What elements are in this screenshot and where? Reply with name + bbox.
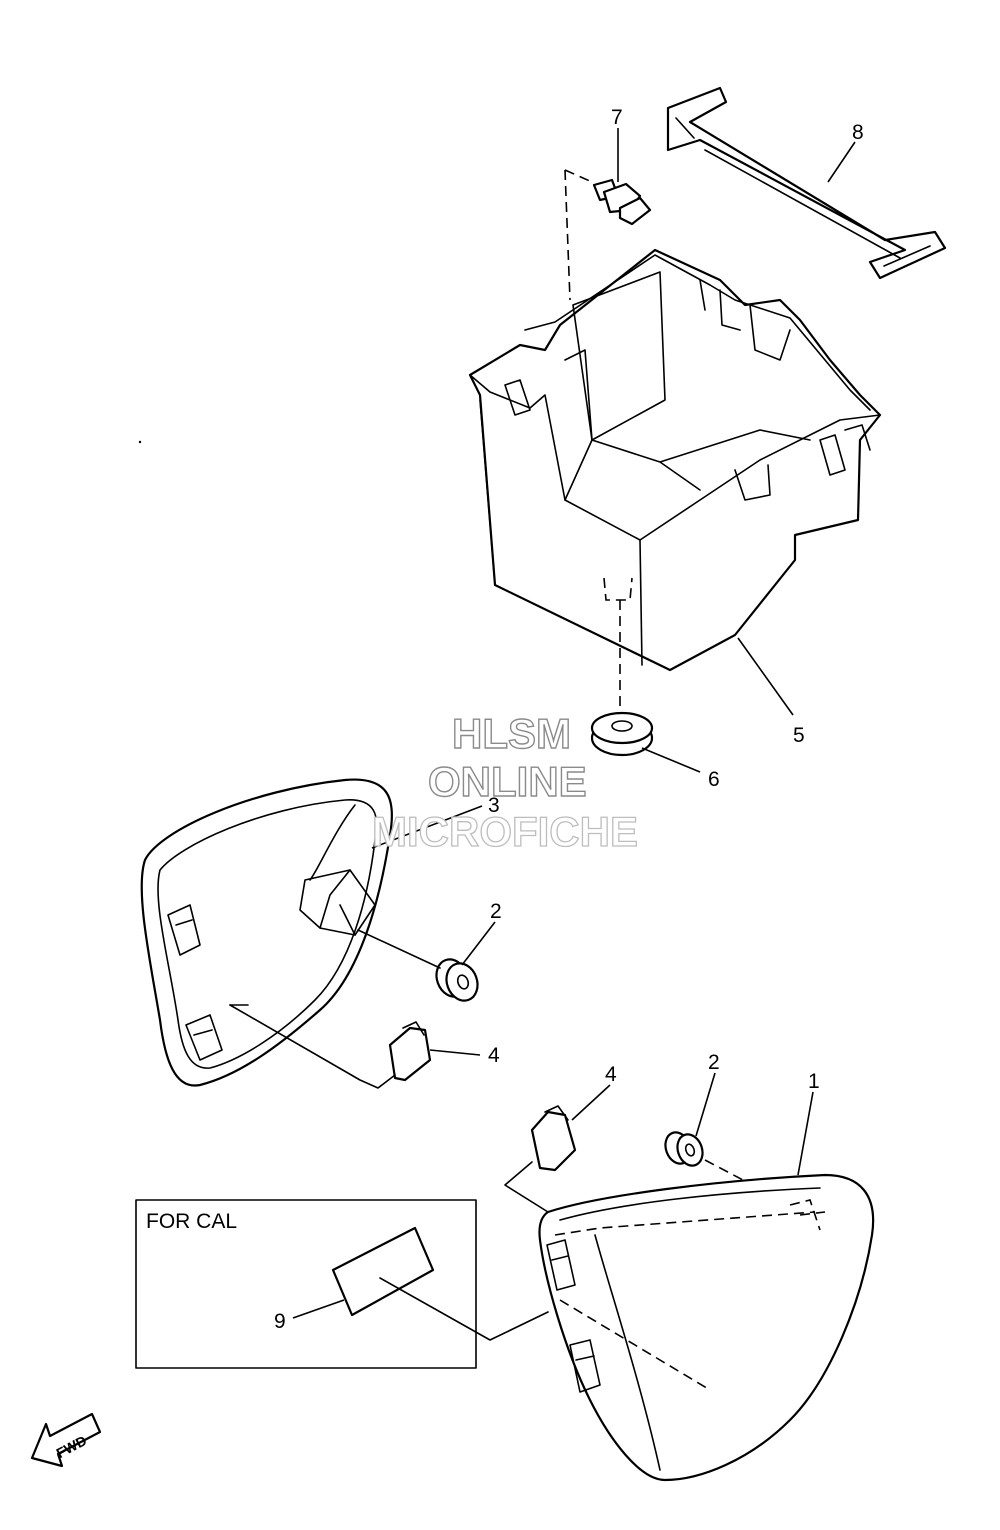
clip-lower-guide: [504, 1161, 549, 1213]
watermark-line-1: HLSM: [452, 710, 571, 757]
callout-1: 1: [808, 1070, 820, 1093]
clip-upper-guide: [229, 1004, 396, 1089]
callout-2-upper: 2: [490, 900, 502, 923]
callout-6: 6: [708, 768, 720, 791]
right-side-cover-part-1: [538, 1173, 875, 1482]
damper-part-6: [590, 711, 654, 757]
bolt-part-7: [592, 178, 652, 226]
box-mount-guide: [603, 577, 633, 710]
callout-4-upper: 4: [488, 1044, 500, 1067]
leader-lines: [292, 128, 856, 1319]
for-cal-label: FOR CAL: [146, 1210, 237, 1233]
bolt-guide-line: [564, 169, 593, 301]
callout-9: 9: [274, 1310, 286, 1333]
battery-box-part-5: [468, 248, 882, 672]
watermark-line-3: MICROFICHE: [372, 808, 638, 855]
grommet-part-2-upper: [435, 958, 479, 1002]
fwd-arrow-icon: FWD: [30, 1412, 102, 1468]
left-side-cover-part-3: [140, 778, 394, 1087]
callout-7: 7: [611, 106, 623, 129]
callout-8: 8: [852, 121, 864, 144]
clip-part-4-upper: [388, 1021, 432, 1082]
callout-2-lower: 2: [708, 1051, 720, 1074]
callout-5: 5: [793, 724, 805, 747]
label-part-9: [331, 1226, 435, 1317]
callout-4-lower: 4: [605, 1063, 617, 1086]
battery-band-part-8: [666, 86, 947, 280]
watermark-line-2: ONLINE: [428, 758, 587, 805]
stray-mark: [138, 440, 142, 444]
for-cal-inset: FOR CAL: [135, 1199, 477, 1369]
clip-part-4-lower: [530, 1105, 577, 1172]
callout-3: 3: [488, 794, 500, 817]
grommet-part-2-lower: [664, 1131, 704, 1167]
label-guide-line: [379, 1277, 549, 1341]
watermark: HLSM ONLINE MICROFICHE: [371, 709, 638, 855]
grommet-upper-guide: [357, 929, 441, 969]
callout-numbers: 7 8 5 6 3 2 4 4 2 1 9: [274, 106, 864, 1333]
